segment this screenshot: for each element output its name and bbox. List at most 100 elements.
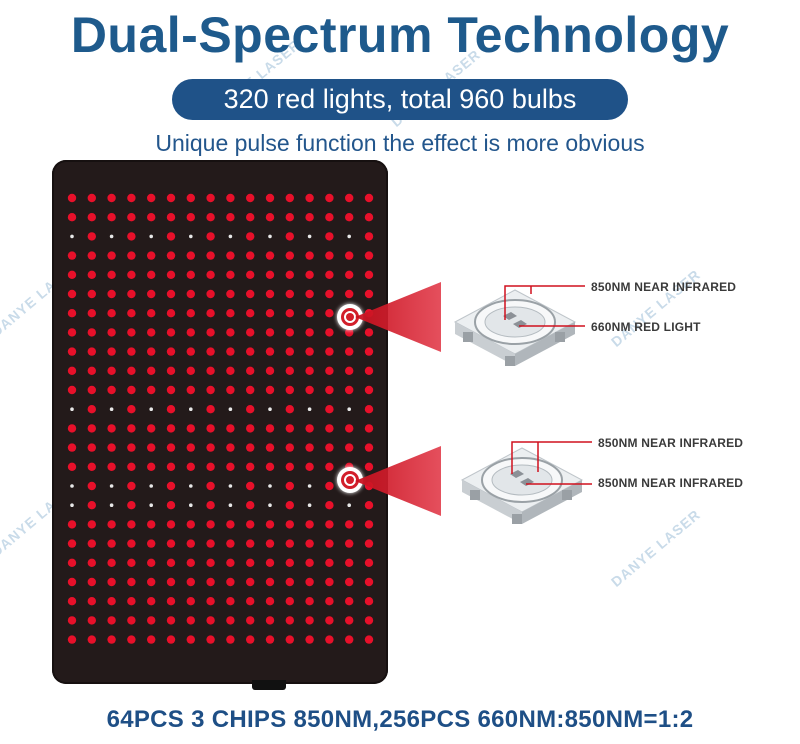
red-led bbox=[186, 366, 195, 375]
red-led bbox=[345, 443, 354, 452]
red-led bbox=[186, 385, 195, 395]
red-led bbox=[364, 501, 374, 510]
red-led bbox=[226, 289, 235, 299]
infrared-led bbox=[268, 503, 272, 508]
red-led bbox=[325, 520, 334, 529]
red-led bbox=[305, 577, 314, 587]
red-led bbox=[325, 385, 334, 395]
red-led bbox=[345, 616, 354, 625]
red-led bbox=[206, 616, 215, 625]
red-led bbox=[364, 193, 374, 203]
red-led bbox=[265, 539, 275, 548]
red-led bbox=[345, 193, 354, 203]
red-led bbox=[325, 405, 334, 414]
red-led bbox=[87, 232, 96, 241]
red-led bbox=[107, 328, 116, 337]
red-led bbox=[87, 405, 96, 414]
red-led bbox=[147, 577, 156, 587]
red-led bbox=[246, 597, 255, 606]
chip-label: 660NM RED LIGHT bbox=[591, 320, 701, 334]
red-led bbox=[265, 213, 275, 222]
red-led bbox=[246, 481, 255, 491]
red-led bbox=[325, 539, 334, 548]
infrared-led bbox=[189, 234, 193, 239]
red-led bbox=[305, 462, 314, 471]
red-led bbox=[345, 558, 354, 567]
red-led bbox=[345, 385, 354, 395]
red-led bbox=[305, 270, 314, 279]
infrared-led bbox=[109, 484, 114, 488]
red-led bbox=[107, 385, 116, 395]
red-led bbox=[246, 520, 255, 529]
red-led bbox=[147, 385, 156, 395]
red-led bbox=[186, 424, 195, 433]
red-led bbox=[325, 481, 334, 491]
red-led bbox=[127, 539, 136, 548]
red-led bbox=[345, 520, 354, 529]
infrared-led bbox=[307, 407, 312, 411]
infrared-led bbox=[347, 503, 352, 508]
red-led bbox=[147, 558, 156, 567]
red-led bbox=[206, 558, 215, 567]
red-led bbox=[345, 270, 354, 279]
red-led bbox=[345, 289, 354, 299]
red-led bbox=[285, 232, 294, 241]
red-led bbox=[206, 462, 215, 471]
red-led bbox=[147, 616, 156, 625]
infrared-led bbox=[149, 484, 153, 488]
red-led bbox=[87, 443, 96, 452]
red-led bbox=[107, 309, 116, 318]
red-led bbox=[285, 251, 294, 260]
red-led bbox=[147, 443, 156, 452]
red-led bbox=[127, 597, 136, 606]
red-led bbox=[325, 443, 334, 452]
infrared-led bbox=[268, 484, 272, 488]
red-led bbox=[166, 481, 176, 491]
red-led bbox=[265, 347, 275, 356]
infrared-led bbox=[268, 234, 272, 239]
red-led bbox=[265, 328, 275, 337]
red-led bbox=[186, 193, 195, 203]
red-led bbox=[226, 366, 235, 375]
red-led bbox=[67, 193, 77, 203]
red-led bbox=[206, 597, 215, 606]
red-led bbox=[186, 520, 195, 529]
red-led bbox=[325, 213, 334, 222]
red-led bbox=[127, 289, 136, 299]
red-led bbox=[246, 309, 255, 318]
red-led bbox=[107, 443, 116, 452]
red-led bbox=[226, 309, 235, 318]
red-led bbox=[67, 577, 77, 587]
red-led bbox=[186, 289, 195, 299]
red-led bbox=[107, 577, 116, 587]
red-led bbox=[166, 270, 176, 279]
infrared-led bbox=[149, 407, 153, 411]
red-led bbox=[305, 443, 314, 452]
red-led bbox=[87, 289, 96, 299]
infrared-led bbox=[228, 407, 233, 411]
red-led bbox=[265, 558, 275, 567]
red-led bbox=[87, 481, 96, 491]
red-led bbox=[166, 558, 176, 567]
red-led bbox=[345, 597, 354, 606]
red-led bbox=[87, 635, 96, 644]
red-led bbox=[67, 385, 77, 395]
red-led bbox=[147, 193, 156, 203]
red-led bbox=[246, 577, 255, 587]
red-led bbox=[325, 366, 334, 375]
smd-led-chip-icon bbox=[453, 285, 585, 366]
red-led bbox=[107, 270, 116, 279]
red-led bbox=[246, 462, 255, 471]
chip-label: 850NM NEAR INFRARED bbox=[598, 436, 744, 450]
red-led bbox=[265, 577, 275, 587]
page-subtitle: Unique pulse function the effect is more… bbox=[155, 130, 645, 156]
red-led bbox=[206, 347, 215, 356]
red-led bbox=[166, 462, 176, 471]
red-led bbox=[206, 385, 215, 395]
red-led bbox=[147, 347, 156, 356]
red-led bbox=[345, 213, 354, 222]
red-led bbox=[127, 558, 136, 567]
red-led bbox=[206, 501, 215, 510]
watermark: DANYE LASER bbox=[607, 506, 704, 590]
infrared-led bbox=[109, 503, 114, 508]
